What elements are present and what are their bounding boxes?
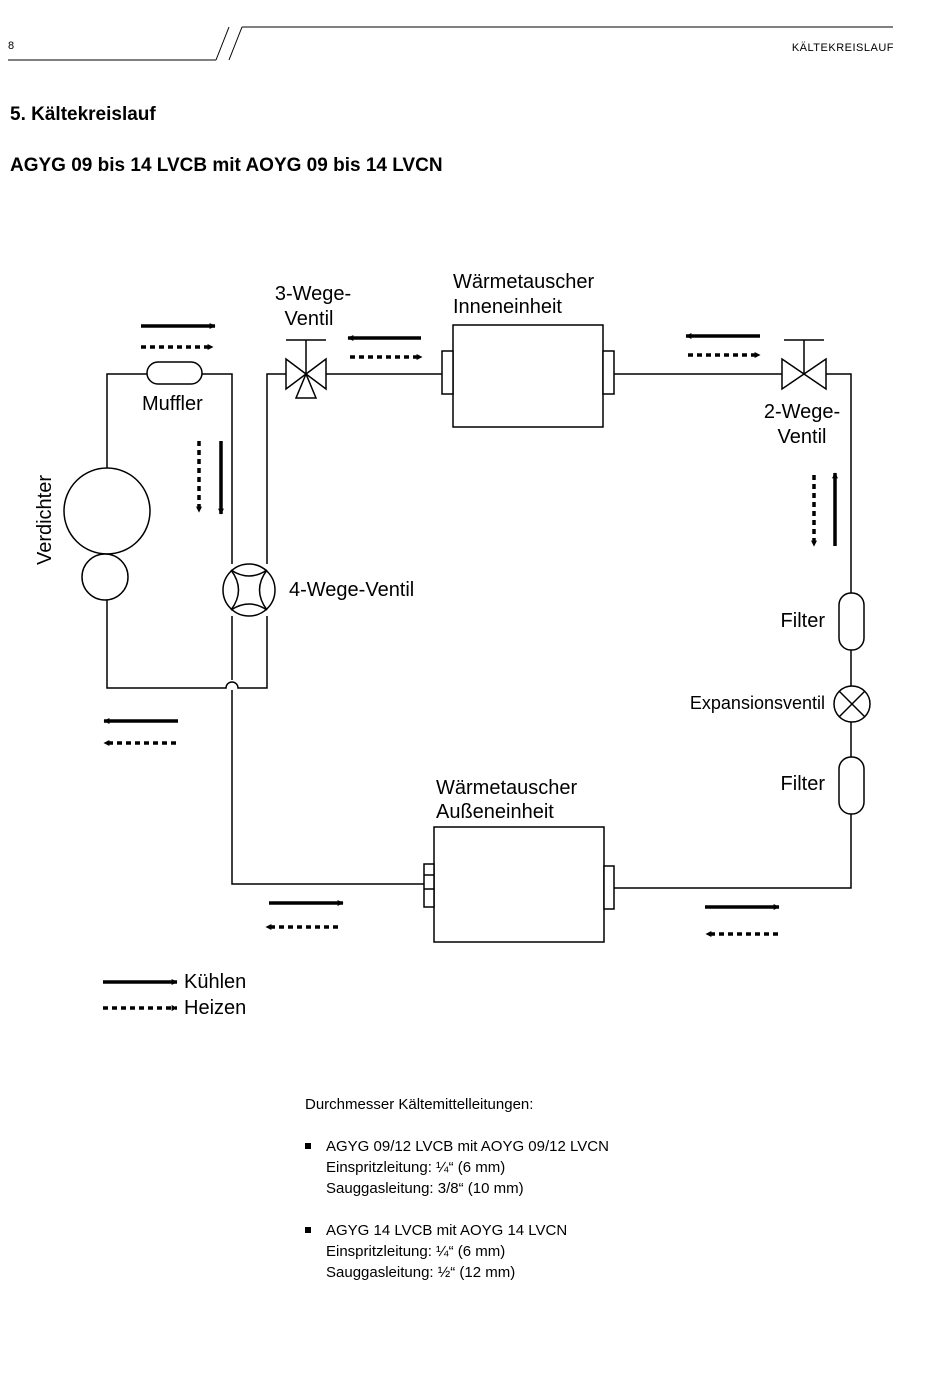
indoor-heat-exchanger-label-1: Wärmetauscher [453,271,594,293]
bullet-icon [305,1227,311,1233]
two-way-valve-label-1: 2-Wege- [764,401,840,423]
four-way-valve-label: 4-Wege-Ventil [289,579,414,601]
filter-bottom [838,756,865,815]
compressor-label: Verdichter [34,475,56,565]
four-way-valve [222,563,276,617]
header-rule [8,26,893,61]
expansion-valve-label: Expansionsventil [690,693,825,713]
suction-line: Sauggasleitung: ½“ (12 mm) [326,1264,516,1281]
model-line: AGYG 14 LVCB mit AOYG 14 LVCN [326,1222,568,1239]
muffler [146,361,203,385]
pipe-diameter-notes: Durchmesser Kältemittelleitungen: AGYG 0… [305,1094,609,1304]
legend-cooling-label: Kühlen [184,971,246,993]
filter-bottom-label: Filter [781,773,826,795]
pipes [106,373,852,889]
model-line: AGYG 09/12 LVCB mit AOYG 09/12 LVCN [326,1138,609,1155]
filter-top-label: Filter [781,610,826,632]
two-way-valve [781,339,827,391]
indoor-heat-exchanger [441,324,615,428]
three-way-valve-label-2: Ventil [285,308,334,330]
filter-top [838,592,865,651]
page-subtitle: AGYG 09 bis 14 LVCB mit AOYG 09 bis 14 L… [10,155,443,176]
list-item: AGYG 14 LVCB mit AOYG 14 LVCN Einspritzl… [305,1220,609,1283]
muffler-label: Muffler [142,393,203,415]
list-item: AGYG 09/12 LVCB mit AOYG 09/12 LVCN Eins… [305,1136,609,1199]
two-way-valve-label-2: Ventil [778,426,827,448]
three-way-valve-label-1: 3-Wege- [275,283,351,305]
section-header: KÄLTEKREISLAUF [791,42,894,54]
notes-intro: Durchmesser Kältemittelleitungen: [305,1096,534,1113]
bullet-icon [305,1143,311,1149]
legend-heating-label: Heizen [184,997,246,1019]
expansion-valve [833,685,871,723]
outdoor-heat-exchanger-label-1: Wärmetauscher [436,777,577,799]
outdoor-heat-exchanger [423,826,615,943]
injection-line: Einspritzleitung: ¼“ (6 mm) [326,1159,506,1176]
three-way-valve [285,339,327,399]
suction-line: Sauggasleitung: 3/8“ (10 mm) [326,1180,524,1197]
page-title: 5. Kältekreislauf [10,104,156,125]
indoor-heat-exchanger-label-2: Inneneinheit [453,296,562,318]
page-number: 8 [8,40,15,52]
flow-arrows [103,323,838,1011]
injection-line: Einspritzleitung: ¼“ (6 mm) [326,1243,506,1260]
compressor [63,467,151,601]
outdoor-heat-exchanger-label-2: Außeneinheit [436,801,554,823]
